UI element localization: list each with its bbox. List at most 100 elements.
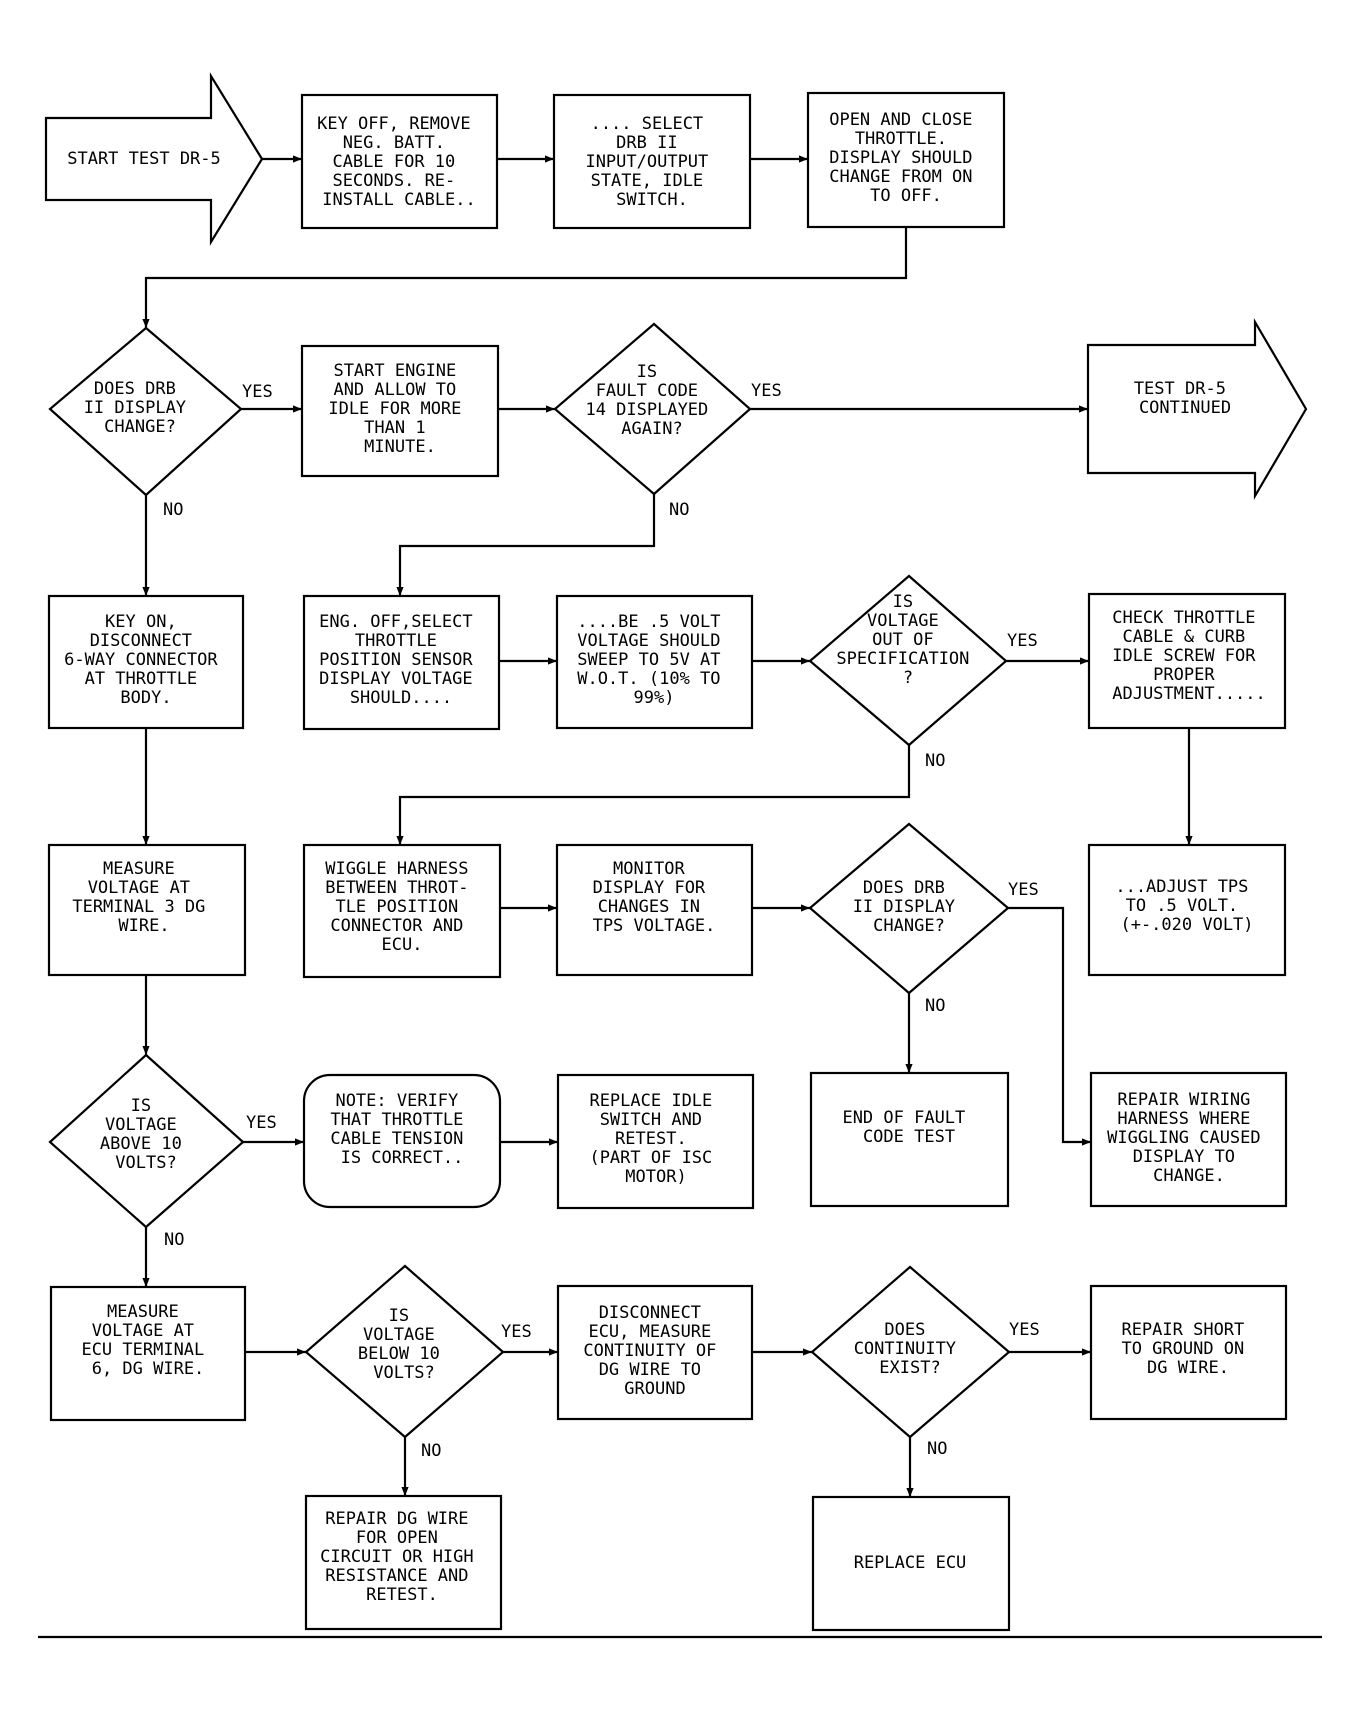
node-line: AGAIN? <box>621 419 682 439</box>
check-throttle-box <box>1087 592 1287 730</box>
node-text-replace-ecu: REPLACE ECU <box>854 1553 967 1573</box>
arrow-q4-yes <box>1008 906 1091 1146</box>
node-line: AND ALLOW TO <box>333 380 456 400</box>
node-line: DOES DRB <box>94 379 176 399</box>
node-line: EXIST? <box>879 1358 940 1378</box>
node-line: FAULT CODE <box>596 381 698 401</box>
node-text-q-continuity: DOES CONTINUITY EXIST? <box>854 1320 967 1378</box>
connectors <box>142 155 1193 1497</box>
node-line: CHANGE? <box>104 417 176 437</box>
repair-wiring-box <box>1089 1071 1288 1208</box>
node-line: HARNESS WHERE <box>1117 1109 1250 1129</box>
node-text-measure-terminal-3: MEASURE VOLTAGE AT TERMINAL 3 DG WIRE. <box>72 859 215 936</box>
continued-arrow-shape <box>1086 317 1308 501</box>
q-display-change-2-diamond <box>808 822 1010 995</box>
node-line: THAT THROTTLE <box>330 1110 463 1130</box>
node-line: CONTINUED <box>1139 398 1231 418</box>
no-label: NO <box>925 996 945 1016</box>
node-line: ABOVE 10 <box>100 1134 182 1154</box>
node-text-q-above-10: IS VOLTAGE ABOVE 10 VOLTS? <box>100 1096 192 1173</box>
node-line: CABLE TENSION <box>330 1129 463 1149</box>
node-line: INPUT/OUTPUT <box>585 152 708 172</box>
node-text-q-display-change-1: DOES DRB II DISPLAY CHANGE? <box>84 379 197 437</box>
node-line: DG WIRE TO <box>599 1360 701 1380</box>
node-line: CHANGE. <box>1153 1166 1225 1186</box>
node-line: CONTINUITY OF <box>583 1341 716 1361</box>
node-line: BETWEEN THROT- <box>325 878 468 898</box>
node-line: THROTTLE <box>355 631 437 651</box>
node-line: WIRE. <box>118 916 169 936</box>
node-text-q-below-10: IS VOLTAGE BELOW 10 VOLTS? <box>358 1306 450 1383</box>
node-line: ECU. <box>382 935 423 955</box>
node-line: ...ADJUST TPS <box>1115 877 1248 897</box>
node-line: CHANGES IN <box>598 897 700 917</box>
node-line: TERMINAL 3 DG <box>72 897 205 917</box>
node-line: DOES <box>884 1320 925 1340</box>
node-line: 14 DISPLAYED <box>585 400 708 420</box>
node-text-end-fault: END OF FAULT CODE TEST <box>842 1108 975 1147</box>
node-text-eng-off: ENG. OFF,SELECT THROTTLE POSITION SENSOR… <box>319 612 483 708</box>
node-line: AT THROTTLE <box>85 669 198 689</box>
node-line: RETEST. <box>366 1585 438 1605</box>
wiggle-harness-box <box>302 843 502 979</box>
node-text-replace-idle: REPLACE IDLE SWITCH AND RETEST. (PART OF… <box>589 1091 722 1187</box>
node-line: KEY ON, <box>105 612 177 632</box>
node-text-start-engine: START ENGINE AND ALLOW TO IDLE FOR MORE … <box>328 361 471 457</box>
node-text-select-drb: .... SELECT DRB II INPUT/OUTPUT STATE, I… <box>585 114 718 210</box>
no-label: NO <box>421 1441 441 1461</box>
node-line: 6, DG WIRE. <box>92 1359 205 1379</box>
node-line: IS <box>131 1096 151 1116</box>
node-line: RETEST. <box>615 1129 687 1149</box>
node-line: TO OFF. <box>870 186 942 206</box>
node-line: VOLTAGE <box>867 611 939 631</box>
arrow-q3-no <box>396 745 911 845</box>
node-line: TO .5 VOLT. <box>1126 896 1239 916</box>
node-line: VOLTAGE AT <box>92 1321 194 1341</box>
node-text-key-off: KEY OFF, REMOVE NEG. BATT. CABLE FOR 10 … <box>317 114 481 210</box>
node-line: INSTALL CABLE.. <box>322 190 476 210</box>
node-text-wiggle-harness: WIGGLE HARNESS BETWEEN THROT- TLE POSITI… <box>325 859 479 955</box>
node-text-disconnect-ecu: DISCONNECT ECU, MEASURE CONTINUITY OF DG… <box>583 1303 726 1399</box>
q-voltage-spec-diamond <box>808 574 1008 747</box>
node-line: END OF FAULT <box>842 1108 965 1128</box>
node-text-adjust-tps: ...ADJUST TPS TO .5 VOLT. (+-.020 VOLT) <box>1115 877 1258 935</box>
node-line: CHANGE? <box>873 916 945 936</box>
node-line: TO GROUND ON <box>1121 1339 1244 1359</box>
node-line: 6-WAY CONNECTOR <box>64 650 218 670</box>
node-text-monitor-display: MONITOR DISPLAY FOR CHANGES IN TPS VOLTA… <box>593 859 716 936</box>
measure-ecu-6-box <box>49 1285 247 1422</box>
node-line: VOLTAGE <box>363 1325 435 1345</box>
node-line: MEASURE <box>103 859 175 879</box>
node-text-continued: TEST DR-5 CONTINUED <box>1134 379 1236 418</box>
node-line: ....BE .5 VOLT <box>577 612 720 632</box>
start-engine-box <box>300 344 500 478</box>
key-off-box <box>300 93 499 230</box>
node-text-q-voltage-spec: IS VOLTAGE OUT OF SPECIFICATION ? <box>836 592 979 688</box>
yes-label: YES <box>1009 1320 1040 1340</box>
node-line: RESISTANCE AND <box>325 1566 468 1586</box>
node-line: II DISPLAY <box>853 897 955 917</box>
node-line: IDLE FOR MORE <box>328 399 461 419</box>
no-label: NO <box>163 500 183 520</box>
node-line: W.O.T. (10% TO <box>577 669 720 689</box>
node-line: (PART OF ISC <box>589 1148 712 1168</box>
q-fault-code-diamond <box>553 322 752 496</box>
node-line: ENG. OFF,SELECT <box>319 612 473 632</box>
node-line: SWITCH AND <box>600 1110 702 1130</box>
node-line: CODE TEST <box>863 1127 955 1147</box>
q-continuity-diamond <box>810 1265 1011 1439</box>
node-line: STATE, IDLE <box>591 171 704 191</box>
node-line: THROTTLE. <box>855 129 947 149</box>
node-line: WIGGLE HARNESS <box>325 859 468 879</box>
node-line: SWITCH. <box>616 190 688 210</box>
node-text-note-verify: NOTE: VERIFY THAT THROTTLE CABLE TENSION… <box>330 1091 473 1168</box>
node-line: (+-.020 VOLT) <box>1120 915 1253 935</box>
node-line: VOLTAGE AT <box>88 878 190 898</box>
node-line: FOR OPEN <box>356 1528 438 1548</box>
node-line: PROPER <box>1153 665 1215 685</box>
node-line: ECU, MEASURE <box>588 1322 711 1342</box>
arrow-q2-no <box>396 494 656 596</box>
node-line: MONITOR <box>613 859 685 879</box>
node-text-repair-wiring: REPAIR WIRING HARNESS WHERE WIGGLING CAU… <box>1107 1090 1271 1186</box>
node-text-q-display-change-2: DOES DRB II DISPLAY CHANGE? <box>853 878 966 936</box>
